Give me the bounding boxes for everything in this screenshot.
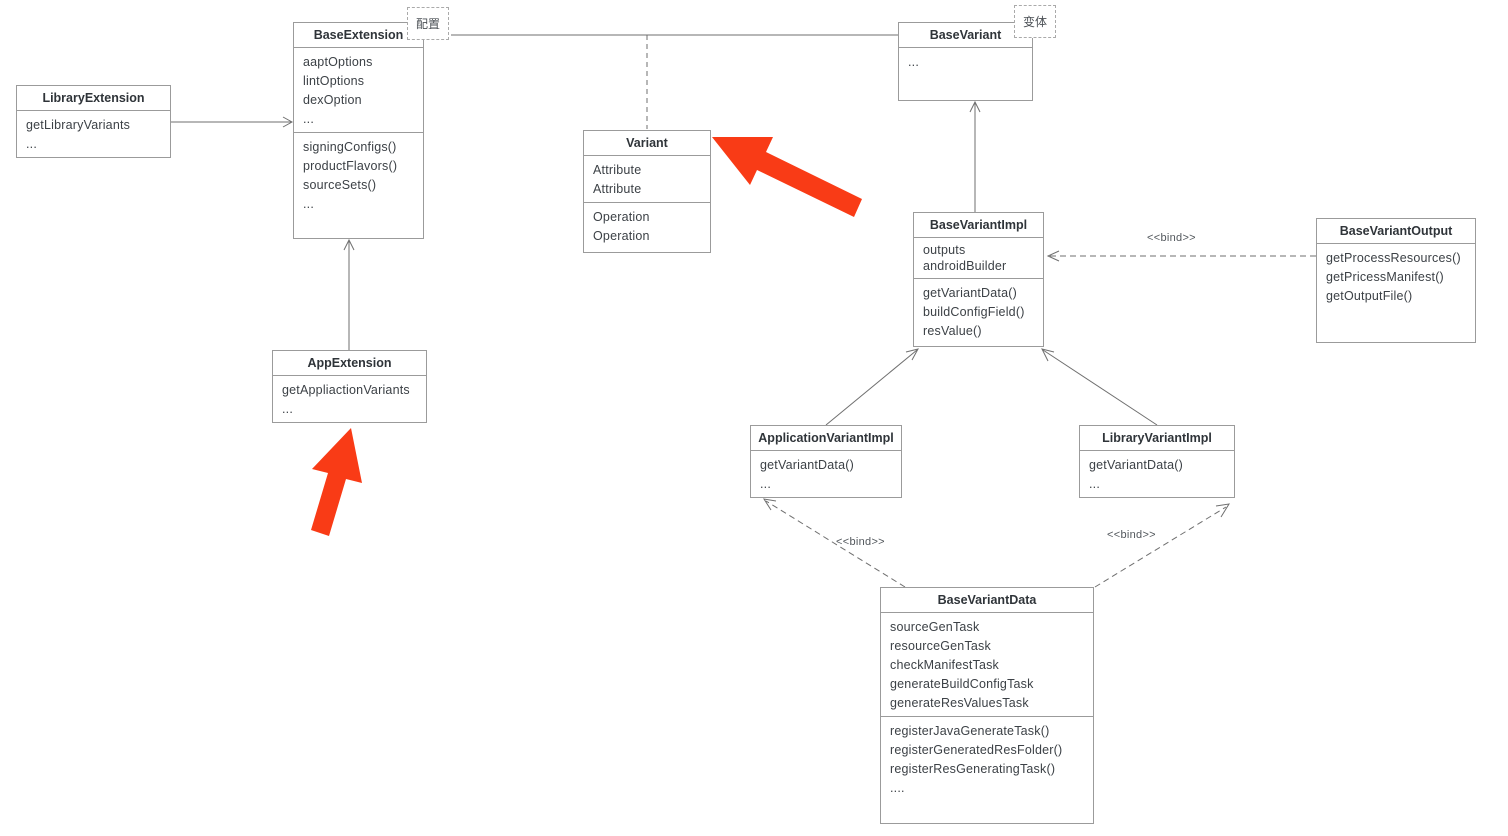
edge-applicationvariantimpl-basevariantimpl [825, 348, 919, 426]
class-member: ... [282, 401, 294, 416]
arrowhead [343, 238, 355, 251]
class-base-variant-impl: BaseVariantImpl outputs androidBuilder g… [913, 212, 1044, 347]
class-method: sourceSets() [303, 177, 377, 192]
bind-label-application: <<bind>> [836, 536, 885, 548]
class-members: ... [899, 48, 1032, 75]
class-base-variant-data: BaseVariantData sourceGenTask resourceGe… [880, 587, 1094, 824]
arrowhead [1046, 250, 1060, 262]
arrowhead [1215, 503, 1230, 518]
class-member: ... [1089, 476, 1101, 491]
class-method: .... [890, 780, 905, 795]
class-attribute: ... [303, 111, 315, 126]
arrowhead [1041, 348, 1055, 362]
class-title: BaseVariantOutput [1317, 219, 1475, 244]
class-library-variant-impl: LibraryVariantImpl getVariantData() ... [1079, 425, 1235, 498]
edge-basevariantdata-libraryvariantimpl-dashed [1094, 506, 1227, 588]
class-attribute: androidBuilder [923, 259, 1007, 273]
class-method: getProcessResources() [1326, 250, 1461, 265]
class-library-extension: LibraryExtension getLibraryVariants ... [16, 85, 171, 158]
class-method: signingConfigs() [303, 139, 397, 154]
class-attributes: sourceGenTask resourceGenTask checkManif… [881, 613, 1093, 717]
class-attribute: dexOption [303, 92, 362, 107]
class-attribute: outputs [923, 243, 966, 257]
class-methods: getProcessResources() getPricessManifest… [1317, 244, 1475, 309]
highlight-arrow-appextension [311, 428, 362, 536]
class-attribute: Attribute [593, 181, 642, 196]
class-attribute: Attribute [593, 162, 642, 177]
class-members: getVariantData() ... [1080, 451, 1234, 497]
class-title: BaseVariant [899, 23, 1032, 48]
class-method: getVariantData() [923, 285, 1017, 300]
class-operations: Operation Operation [584, 203, 710, 249]
class-attribute: generateResValuesTask [890, 695, 1029, 710]
class-member: getLibraryVariants [26, 117, 131, 132]
config-note: 配置 [407, 7, 450, 40]
class-title: BaseVariantData [881, 588, 1093, 613]
edge-basevariantdata-applicationvariantimpl-dashed [765, 500, 906, 588]
class-attribute: aaptOptions [303, 54, 373, 69]
class-title: BaseVariantImpl [914, 213, 1043, 238]
class-attribute: sourceGenTask [890, 619, 980, 634]
edge-basevariantimpl-basevariant [969, 100, 981, 212]
class-members: getLibraryVariants ... [17, 111, 170, 157]
class-methods: getVariantData() buildConfigField() resV… [914, 279, 1043, 344]
class-methods: signingConfigs() productFlavors() source… [294, 133, 423, 217]
variant-note: 变体 [1014, 5, 1057, 38]
class-method: registerJavaGenerateTask() [890, 723, 1050, 738]
class-attributes: outputs androidBuilder [914, 238, 1043, 279]
class-operation: Operation [593, 228, 650, 243]
arrowhead [282, 116, 294, 128]
edge-libraryvariantimpl-basevariantimpl [1041, 348, 1158, 426]
arrowhead [905, 348, 919, 361]
class-member: getAppliactionVariants [282, 382, 410, 397]
class-method: productFlavors() [303, 158, 398, 173]
class-base-extension: BaseExtension aaptOptions lintOptions de… [293, 22, 424, 239]
edge-libraryextension-baseextension [171, 116, 294, 128]
class-app-extension: AppExtension getAppliactionVariants ... [272, 350, 427, 423]
class-variant: Variant Attribute Attribute Operation Op… [583, 130, 711, 253]
highlight-arrow-variant [712, 137, 862, 217]
class-title: ApplicationVariantImpl [751, 426, 901, 451]
class-method: registerResGeneratingTask() [890, 761, 1056, 776]
class-attributes: aaptOptions lintOptions dexOption ... [294, 48, 423, 133]
class-method: buildConfigField() [923, 304, 1025, 319]
class-title: Variant [584, 131, 710, 156]
edge-appextension-baseextension [343, 238, 355, 350]
class-base-variant-output: BaseVariantOutput getProcessResources() … [1316, 218, 1476, 343]
bind-label-output: <<bind>> [1147, 232, 1196, 244]
class-method: getOutputFile() [1326, 288, 1413, 303]
class-member: ... [760, 476, 772, 491]
bind-label-library: <<bind>> [1107, 529, 1156, 541]
class-operation: Operation [593, 209, 650, 224]
arrowhead [762, 498, 777, 511]
class-member: ... [26, 136, 38, 151]
class-members: getVariantData() ... [751, 451, 901, 497]
class-title: BaseExtension [294, 23, 423, 48]
class-members: getAppliactionVariants ... [273, 376, 426, 422]
class-title: AppExtension [273, 351, 426, 376]
class-method: ... [303, 196, 315, 211]
class-method: registerGeneratedResFolder() [890, 742, 1063, 757]
class-title: LibraryExtension [17, 86, 170, 111]
class-member: ... [908, 54, 920, 69]
class-attribute: lintOptions [303, 73, 365, 88]
class-title: LibraryVariantImpl [1080, 426, 1234, 451]
class-member: getVariantData() [760, 457, 854, 472]
class-attribute: resourceGenTask [890, 638, 991, 653]
class-attribute: checkManifestTask [890, 657, 999, 672]
class-method: getPricessManifest() [1326, 269, 1444, 284]
class-attributes: Attribute Attribute [584, 156, 710, 203]
class-member: getVariantData() [1089, 457, 1183, 472]
arrowhead [969, 100, 981, 113]
class-base-variant: BaseVariant ... [898, 22, 1033, 101]
class-attribute: generateBuildConfigTask [890, 676, 1034, 691]
class-method: resValue() [923, 323, 982, 338]
class-application-variant-impl: ApplicationVariantImpl getVariantData() … [750, 425, 902, 498]
class-methods: registerJavaGenerateTask() registerGener… [881, 717, 1093, 801]
